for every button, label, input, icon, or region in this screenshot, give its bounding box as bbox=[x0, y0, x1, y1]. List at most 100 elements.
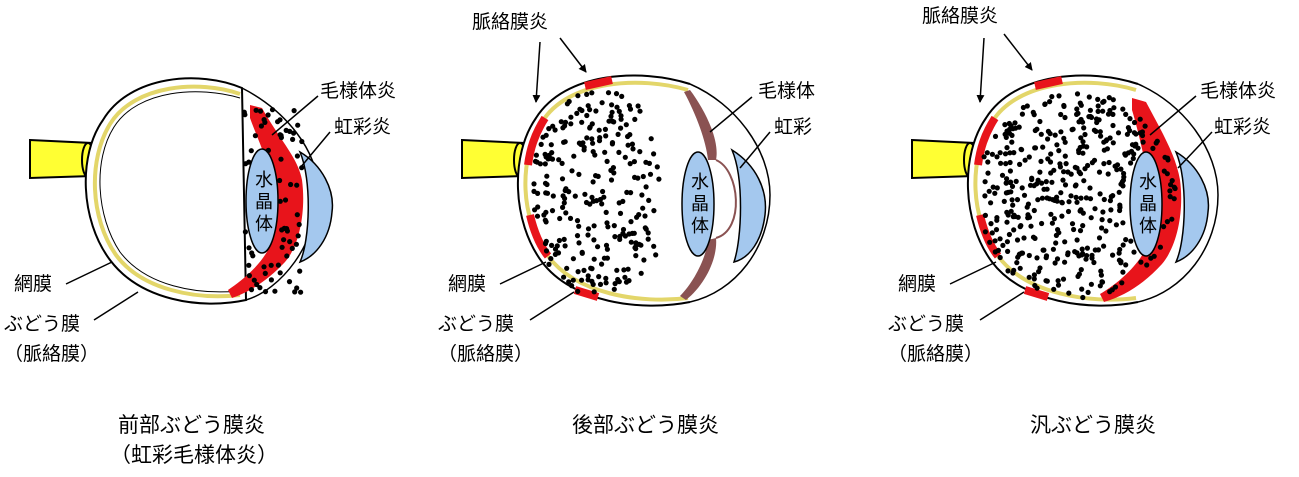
cell-dot bbox=[591, 289, 597, 295]
cell-dot bbox=[1080, 119, 1086, 125]
cell-dot bbox=[1167, 194, 1173, 200]
retina-layer bbox=[523, 80, 689, 302]
cell-dot bbox=[1007, 150, 1013, 156]
cell-dot bbox=[277, 177, 283, 184]
cell-dot bbox=[648, 136, 654, 142]
cell-dot bbox=[1006, 120, 1012, 127]
cell-dot bbox=[1084, 245, 1090, 251]
cell-dot bbox=[627, 161, 633, 167]
cell-dot bbox=[1005, 248, 1011, 254]
cell-dot bbox=[584, 135, 590, 141]
cell-dot bbox=[243, 161, 249, 167]
cell-dot bbox=[609, 102, 615, 108]
cell-dot bbox=[1054, 256, 1061, 262]
cell-dot bbox=[556, 157, 562, 163]
cell-dot bbox=[1092, 206, 1098, 212]
cell-dot bbox=[542, 217, 548, 223]
cell-dot bbox=[532, 158, 539, 164]
label-ciliary: 毛様体 bbox=[758, 80, 815, 102]
cell-dot bbox=[589, 136, 595, 142]
cell-dot bbox=[642, 213, 648, 219]
cell-dot bbox=[609, 118, 615, 124]
cell-dot bbox=[1164, 171, 1170, 177]
cell-dot bbox=[625, 142, 631, 148]
panel-posterior: 水 晶 体 脈絡膜炎 毛様体 虹彩 網膜 ぶどう膜 （脈絡膜） 後部ぶどう膜炎 bbox=[438, 11, 815, 437]
cell-dot bbox=[1079, 252, 1085, 258]
cell-dot bbox=[1032, 145, 1039, 151]
cell-dot bbox=[630, 146, 636, 152]
cell-dot bbox=[631, 230, 637, 236]
cell-dot bbox=[635, 103, 641, 109]
cell-dot bbox=[998, 160, 1004, 166]
cell-dot bbox=[599, 100, 605, 106]
caption-subtitle: （虹彩毛様体炎） bbox=[110, 443, 278, 467]
cell-dot bbox=[603, 280, 609, 286]
cell-dot bbox=[1142, 123, 1148, 129]
cell-dot bbox=[1131, 119, 1138, 126]
ciliary-body bbox=[684, 90, 717, 160]
cell-dot bbox=[989, 151, 996, 157]
cell-dot bbox=[1035, 177, 1041, 183]
cell-dot bbox=[1003, 180, 1010, 186]
inflamed-region bbox=[228, 105, 304, 298]
cell-dot bbox=[641, 257, 647, 263]
cell-dot bbox=[1079, 286, 1085, 292]
cell-dot bbox=[1128, 160, 1134, 166]
label-ciliary-inflammation: 毛様体炎 bbox=[320, 80, 396, 102]
cell-dot bbox=[1000, 242, 1006, 248]
cell-dot bbox=[591, 223, 597, 229]
cell-dot bbox=[298, 289, 304, 295]
cell-dot bbox=[1040, 144, 1046, 150]
cell-dot bbox=[985, 170, 991, 176]
lens-char-3: 体 bbox=[255, 214, 273, 235]
cell-dot bbox=[1144, 262, 1150, 268]
cell-dot bbox=[561, 236, 567, 242]
cell-dot bbox=[1120, 177, 1126, 183]
cell-dot bbox=[1062, 139, 1068, 145]
cell-dot bbox=[277, 270, 283, 276]
cell-dot bbox=[550, 123, 556, 129]
cell-dot bbox=[1025, 212, 1031, 218]
cell-dot bbox=[561, 274, 567, 280]
cell-dot bbox=[992, 133, 999, 139]
cell-dot bbox=[591, 256, 597, 262]
cell-dot bbox=[249, 250, 255, 256]
cell-dot bbox=[577, 106, 583, 112]
cell-dot bbox=[622, 274, 628, 280]
label-iris: 虹彩 bbox=[774, 116, 812, 138]
cell-dot bbox=[1065, 208, 1072, 215]
cell-dot bbox=[1047, 99, 1053, 105]
cell-dot bbox=[1045, 136, 1051, 142]
cell-dot bbox=[560, 193, 566, 199]
cell-dot bbox=[291, 108, 297, 114]
cell-dot bbox=[1052, 197, 1058, 203]
cell-dot bbox=[1169, 216, 1175, 222]
cell-dot bbox=[1002, 122, 1008, 128]
cell-dot bbox=[1099, 225, 1105, 231]
cell-dot bbox=[597, 281, 604, 287]
cell-dot bbox=[1131, 130, 1137, 136]
cell-dot bbox=[1026, 154, 1032, 160]
cell-dot bbox=[1081, 125, 1087, 131]
cell-dot bbox=[1024, 103, 1030, 109]
cell-dot bbox=[1031, 272, 1037, 278]
cell-dot bbox=[246, 273, 252, 279]
cell-dot bbox=[569, 168, 575, 174]
cell-dot bbox=[590, 179, 596, 185]
cell-dot bbox=[628, 190, 634, 196]
cell-dot bbox=[1085, 289, 1091, 295]
cell-dot bbox=[546, 261, 552, 267]
label-retina: 網膜 bbox=[14, 273, 52, 295]
cell-dot bbox=[1080, 150, 1086, 156]
cell-dot bbox=[1087, 107, 1093, 113]
cell-dot bbox=[1110, 122, 1116, 129]
cell-dot bbox=[982, 229, 989, 235]
cell-dot bbox=[1005, 212, 1011, 218]
cell-dot bbox=[621, 267, 627, 273]
cell-dot bbox=[542, 240, 549, 247]
cell-dot bbox=[1171, 196, 1177, 202]
cell-dot bbox=[1059, 199, 1065, 205]
cell-dot bbox=[1099, 279, 1105, 285]
cell-dot bbox=[242, 229, 248, 235]
cell-dot bbox=[246, 262, 252, 268]
